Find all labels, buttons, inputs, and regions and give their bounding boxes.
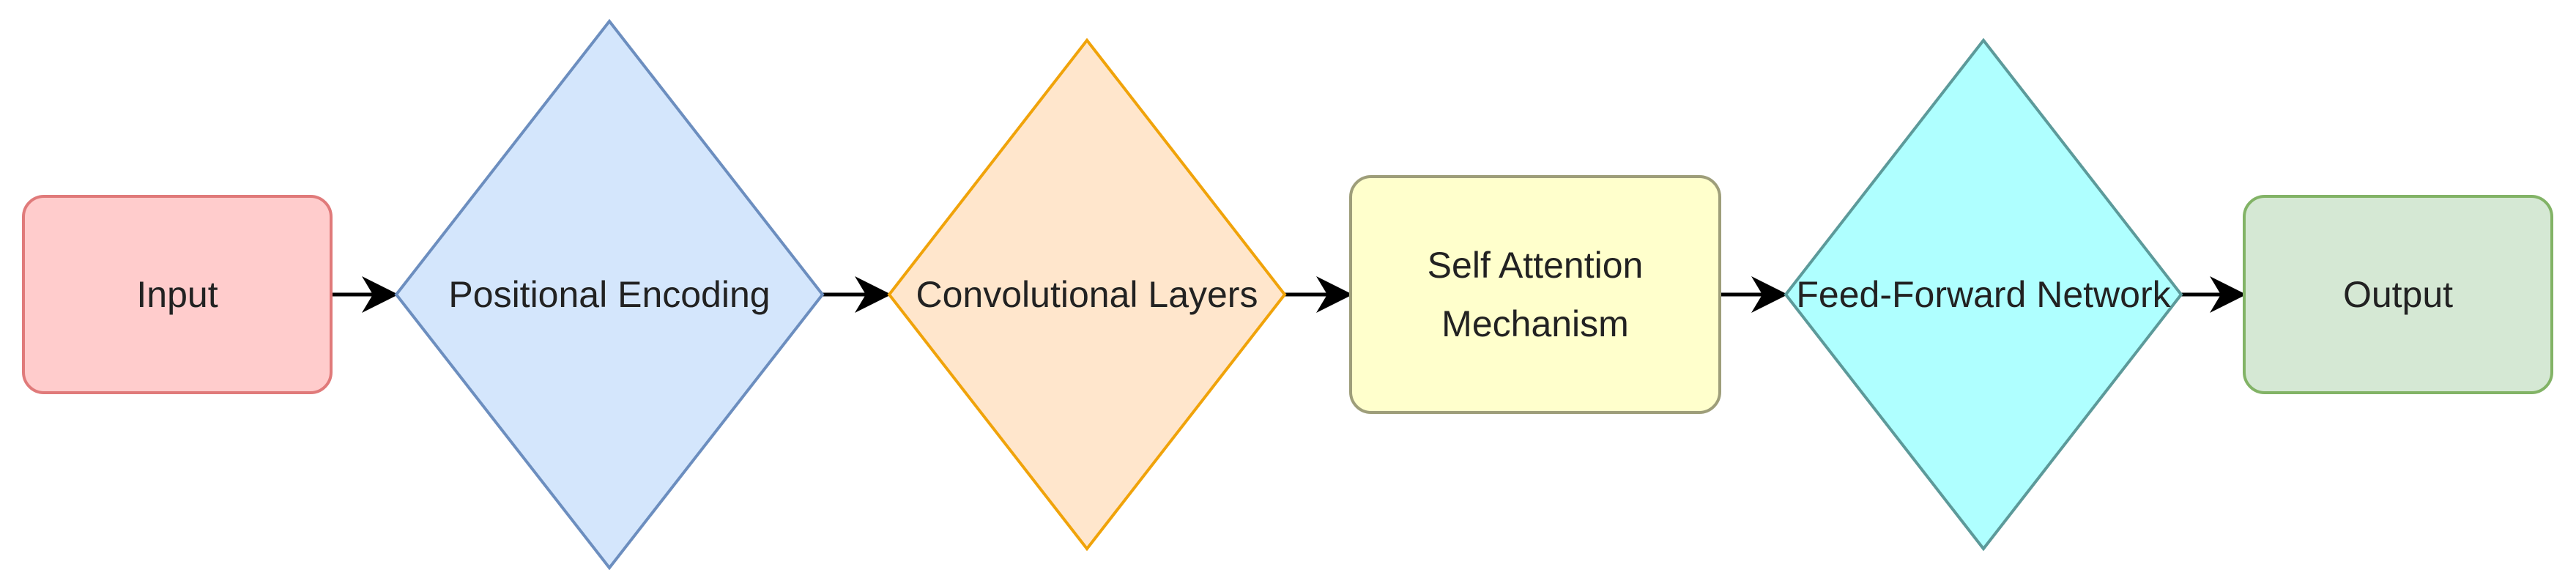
node-label-self-attention-mechanism-line-2: Mechanism bbox=[1441, 303, 1629, 344]
node-input: Input bbox=[22, 195, 333, 394]
node-shape-output bbox=[2243, 195, 2553, 394]
node-positional-encoding: Positional Encoding bbox=[394, 18, 825, 571]
node-label-output: Output bbox=[2343, 274, 2453, 315]
node-shape-self-attention-mechanism bbox=[1349, 175, 1721, 414]
nodes-layer: Input Positional Encoding Convolutional La… bbox=[22, 18, 2553, 571]
node-shape-input bbox=[22, 195, 333, 394]
node-label-feed-forward-network: Feed-Forward Network bbox=[1796, 274, 2171, 315]
node-shape-feed-forward-network bbox=[1783, 37, 2183, 552]
node-convolutional-layers: Convolutional Layers bbox=[887, 37, 1287, 552]
node-output: Output bbox=[2243, 195, 2553, 394]
node-label-convolutional-layers: Convolutional Layers bbox=[916, 274, 1258, 315]
node-feed-forward-network: Feed-Forward Network bbox=[1783, 37, 2183, 552]
node-label-input: Input bbox=[136, 274, 218, 315]
node-shape-positional-encoding bbox=[394, 18, 825, 571]
node-label-self-attention-mechanism-line-1: Self Attention bbox=[1428, 245, 1644, 286]
node-shape-convolutional-layers bbox=[887, 37, 1287, 552]
node-label-positional-encoding: Positional Encoding bbox=[448, 274, 770, 315]
